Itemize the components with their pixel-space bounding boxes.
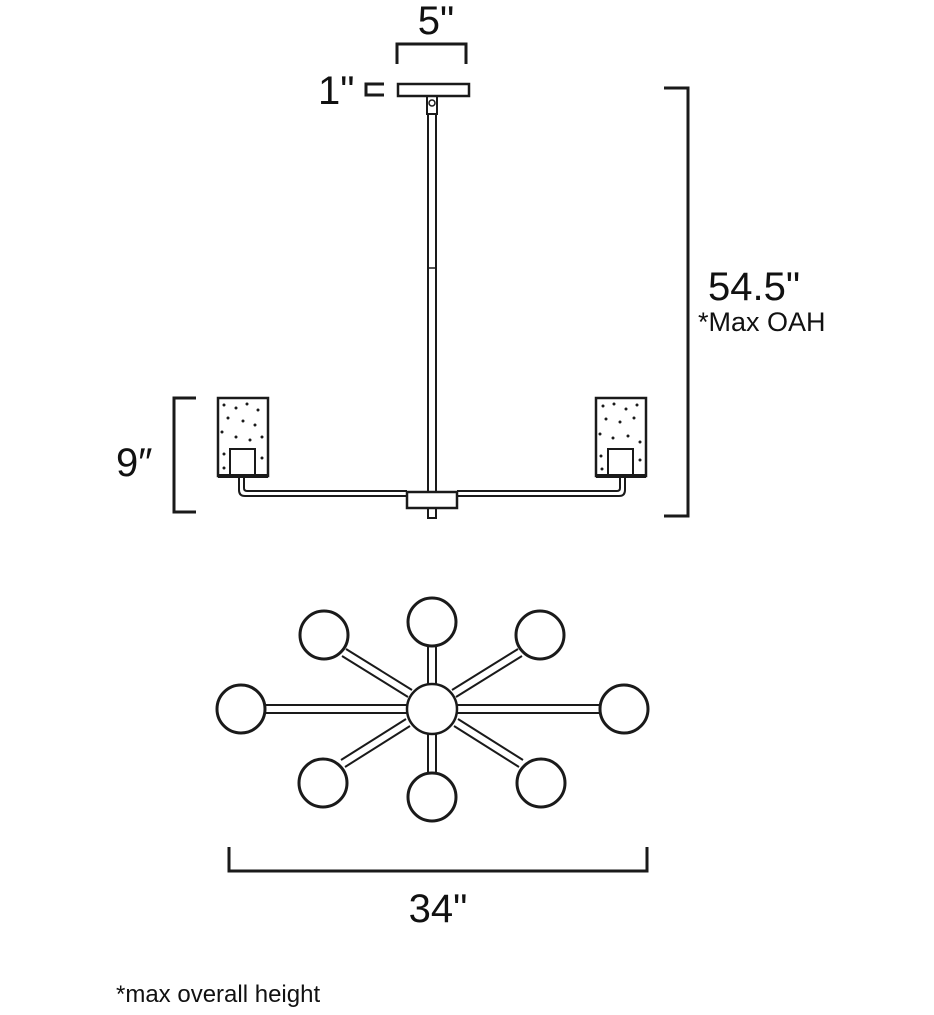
right-shade-seeds — [598, 402, 642, 471]
canopy-width-dimension: 5" — [395, 0, 468, 64]
plan-shade-left — [215, 683, 267, 735]
plan-shade-top-left — [298, 609, 350, 661]
canopy-height-bracket — [364, 82, 384, 97]
overall-width-bracket — [227, 847, 649, 873]
max-height-bracket — [664, 86, 690, 518]
plan-arm-bottom-left — [340, 718, 411, 768]
canopy-height-dimension: 1" — [318, 69, 384, 113]
canopy-width-bracket — [395, 42, 468, 64]
right-socket — [607, 448, 634, 477]
plan-shade-right — [598, 683, 650, 735]
left-shade — [216, 396, 270, 478]
canopy-plate — [396, 82, 471, 98]
plan-shade-top — [406, 596, 458, 648]
downrod — [427, 113, 437, 493]
canopy-swivel-pin — [428, 99, 436, 107]
right-arm — [457, 475, 626, 497]
right-shade — [594, 396, 648, 478]
canopy-height-label: 1" — [318, 69, 354, 113]
overall-width-dimension: 34" — [227, 847, 649, 931]
plan-shade-bottom-left — [297, 757, 349, 809]
max-height-label: 54.5" — [708, 265, 800, 309]
max-height-dimension: 54.5" *Max OAH — [664, 86, 826, 518]
plan-arm-right — [457, 704, 600, 714]
max-height-note: *Max OAH — [698, 307, 826, 337]
center-body — [405, 490, 459, 510]
shade-height-bracket — [172, 396, 196, 514]
plan-shade-bottom-right — [515, 757, 567, 809]
footnote: *max overall height — [116, 981, 320, 1008]
canopy-width-label: 5" — [418, 0, 454, 43]
plan-arm-left — [265, 704, 407, 714]
left-socket — [229, 448, 256, 477]
left-shade-seeds — [220, 402, 264, 470]
overall-width-label: 34" — [409, 887, 468, 931]
elevation-view — [216, 82, 648, 519]
shade-height-label: 9″ — [116, 441, 152, 485]
bottom-finial — [427, 507, 437, 519]
plan-arm-bottom — [427, 734, 437, 772]
plan-shade-bottom — [406, 771, 458, 823]
plan-arm-top-left — [341, 648, 413, 698]
plan-arm-bottom-right — [453, 718, 524, 768]
plan-arm-top-right — [451, 648, 523, 698]
shade-height-dimension: 9″ — [116, 396, 196, 514]
right-shade-glass — [594, 396, 648, 478]
left-arm — [238, 475, 407, 497]
plan-center-hub — [405, 682, 459, 736]
plan-shade-top-right — [514, 609, 566, 661]
canopy-swivel — [426, 95, 438, 115]
plan-arm-top — [427, 645, 437, 684]
plan-view — [215, 596, 650, 823]
